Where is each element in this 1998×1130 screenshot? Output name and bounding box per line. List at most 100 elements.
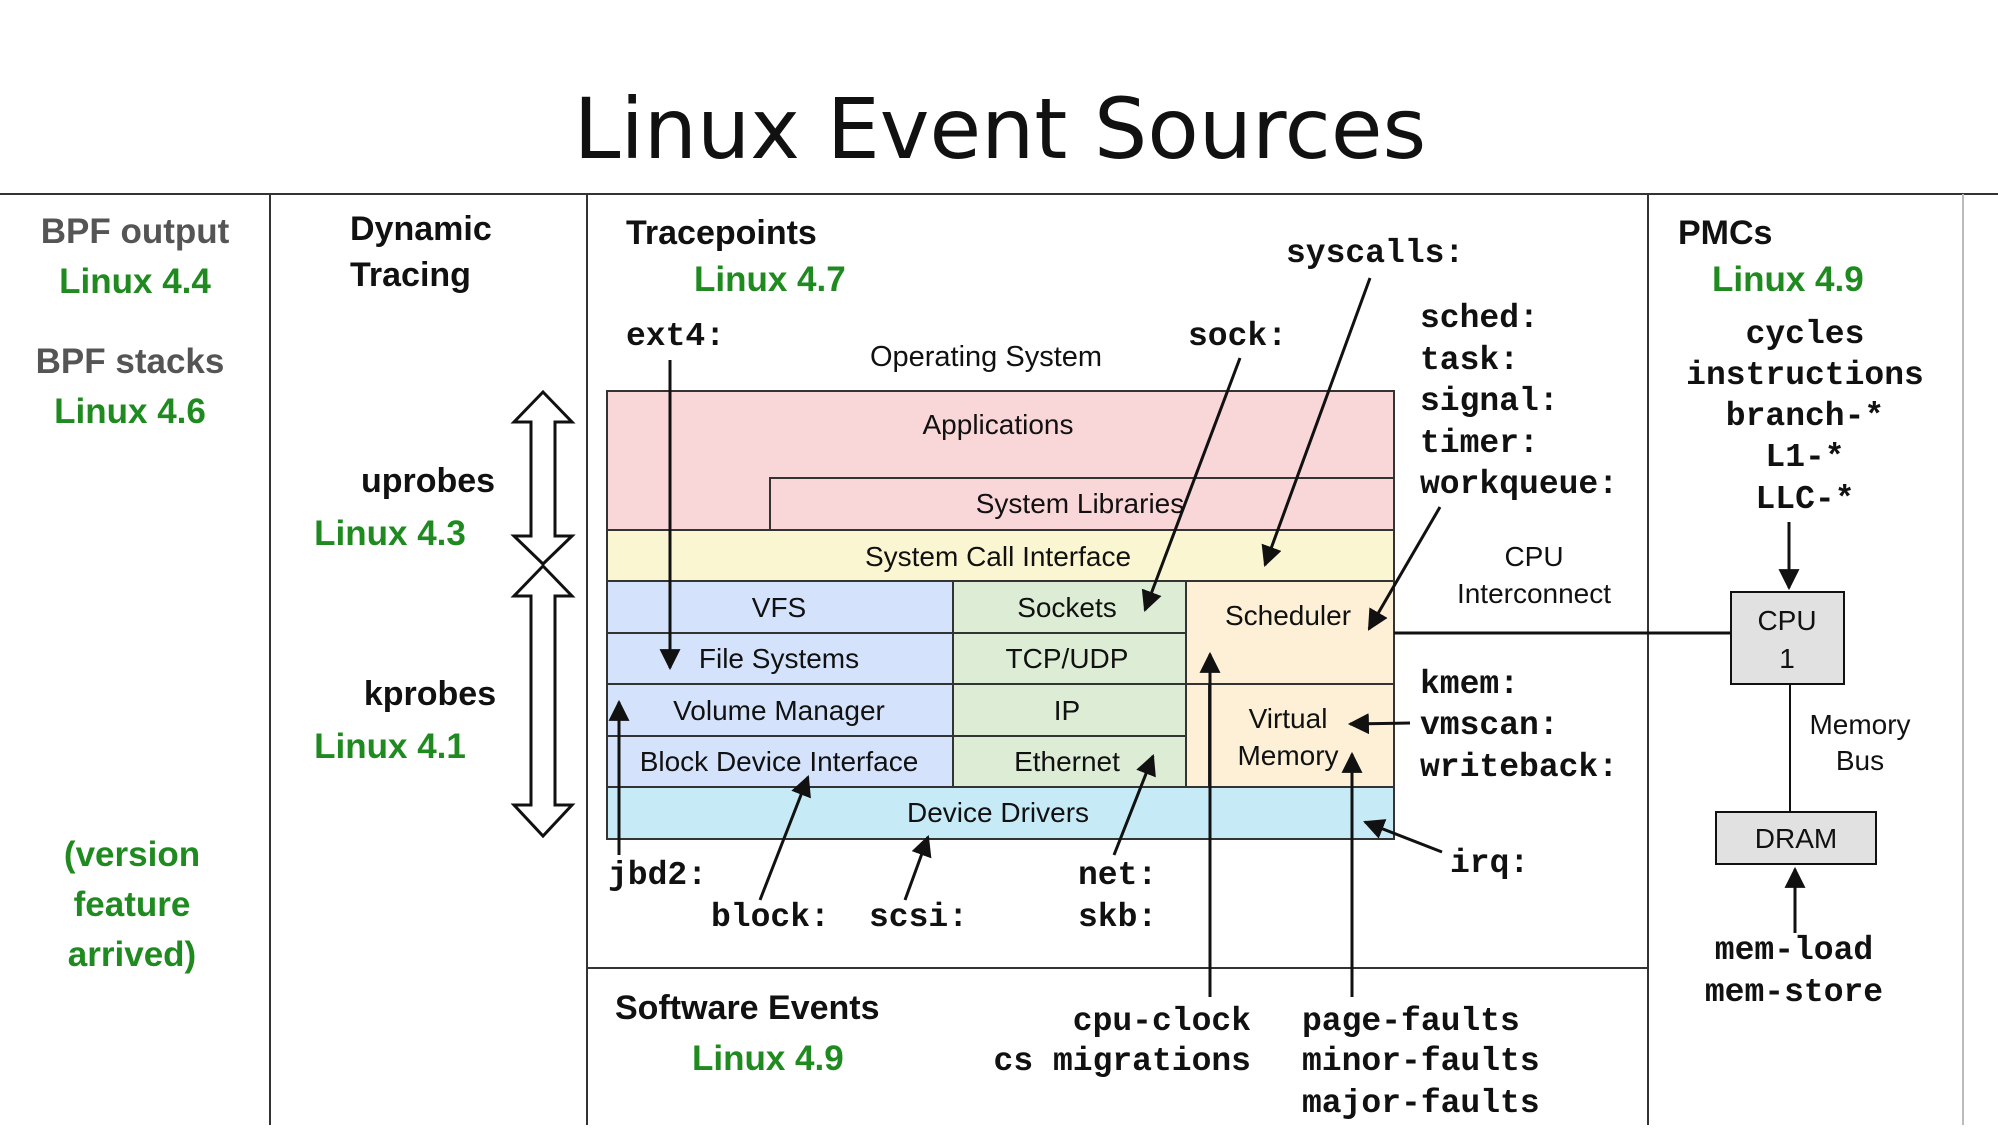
- page-title: Linux Event Sources: [574, 80, 1427, 178]
- scheduler-box: [1185, 580, 1395, 685]
- left-column: BPF output Linux 4.4 BPF stacks Linux 4.…: [36, 212, 230, 974]
- legend-line-2: feature: [74, 885, 191, 924]
- os-stack-labels: Applications System Libraries System Cal…: [640, 409, 1351, 828]
- pmc-cycles: cycles: [1746, 316, 1865, 353]
- cpu-clock-event: cpu-clock: [1073, 1003, 1251, 1040]
- pmc-l1: L1-*: [1765, 439, 1844, 476]
- dram-label: DRAM: [1755, 823, 1837, 854]
- tracepoint-arrows: [608, 277, 1806, 997]
- volume-manager-label: Volume Manager: [673, 695, 885, 726]
- pmc-branch: branch-*: [1726, 398, 1884, 435]
- memory-bus-label-1: Memory: [1809, 709, 1910, 740]
- scsi-arrow: [903, 835, 932, 901]
- vfs-box: [606, 580, 954, 634]
- file-systems-label: File Systems: [699, 643, 859, 674]
- kprobes-label: kprobes: [364, 675, 496, 713]
- page-faults-event: page-faults: [1302, 1003, 1520, 1040]
- cpu-box-label-1: CPU: [1757, 605, 1816, 636]
- timer-tracepoint: timer:: [1420, 425, 1539, 462]
- memory-bus-label-2: Bus: [1836, 745, 1884, 776]
- kprobes-range-arrow: [510, 563, 576, 839]
- scsi-tracepoint: scsi:: [869, 899, 968, 936]
- task-tracepoint: task:: [1420, 342, 1519, 379]
- irq-tracepoint: irq:: [1450, 845, 1529, 882]
- syscalls-arrow: [1261, 277, 1372, 567]
- system-call-interface-box: [606, 529, 1395, 582]
- uprobes-range-arrow: [510, 389, 576, 567]
- irq-arrow: [1363, 819, 1443, 854]
- ethernet-label: Ethernet: [1014, 746, 1120, 777]
- kmem-tracepoint: kmem:: [1420, 666, 1519, 703]
- signal-tracepoint: signal:: [1420, 383, 1559, 420]
- applications-label: Applications: [923, 409, 1074, 440]
- pmc-llc: LLC-*: [1755, 481, 1854, 518]
- volume-manager-box: [606, 683, 954, 737]
- ip-label: IP: [1054, 695, 1080, 726]
- virtual-memory-box: [1208, 683, 1395, 788]
- syscalls-tracepoint: syscalls:: [1286, 235, 1464, 272]
- bpf-output-label: BPF output: [41, 212, 230, 251]
- device-drivers-label: Device Drivers: [907, 797, 1089, 828]
- dynamic-tracing-column: Dynamic Tracing uprobes Linux 4.3 kprobe…: [314, 210, 576, 839]
- tcp-udp-label: TCP/UDP: [1006, 643, 1129, 674]
- mem-store-event: mem-store: [1705, 974, 1883, 1011]
- block-tracepoint: block:: [711, 899, 830, 936]
- uprobes-version: Linux 4.3: [314, 514, 466, 553]
- block-device-interface-label: Block Device Interface: [640, 746, 919, 777]
- vmscan-arrow: [1347, 713, 1411, 735]
- vfs-label: VFS: [752, 592, 806, 623]
- cpu-box: [1730, 591, 1845, 685]
- virtual-memory-gap: [1185, 683, 1210, 788]
- legend-line-3: arrived): [68, 935, 196, 974]
- ext4-tracepoint: ext4:: [626, 318, 725, 355]
- scheduler-label: Scheduler: [1225, 600, 1351, 631]
- mem-load-event: mem-load: [1715, 932, 1873, 969]
- legend-line-1: (version: [64, 835, 200, 874]
- pmcs-title: PMCs: [1678, 214, 1772, 252]
- block-arrow: [758, 775, 811, 901]
- workqueue-tracepoint: workqueue:: [1420, 466, 1618, 503]
- pmcs-section: PMCs Linux 4.9 cycles instructions branc…: [1394, 214, 1924, 1011]
- pmc-instructions: instructions: [1686, 357, 1924, 394]
- bpf-stacks-version: Linux 4.6: [54, 392, 206, 431]
- ip-box: [952, 683, 1187, 737]
- dynamic-tracing-title-1: Dynamic: [350, 210, 492, 248]
- virtual-memory-label-1: Virtual: [1249, 703, 1328, 734]
- kprobes-version: Linux 4.1: [314, 727, 466, 766]
- minor-faults-event: minor-faults: [1302, 1043, 1540, 1080]
- net-tracepoint: net:: [1078, 857, 1157, 894]
- jbd2-tracepoint: jbd2:: [608, 857, 707, 894]
- uprobes-label: uprobes: [361, 462, 495, 500]
- software-events-version: Linux 4.9: [692, 1039, 844, 1078]
- system-libraries-label: System Libraries: [976, 488, 1185, 519]
- software-events-section: Software Events Linux 4.9 cpu-clock cs m…: [615, 989, 1540, 1122]
- tracepoints-title: Tracepoints: [626, 214, 817, 252]
- cpu-box-label-2: 1: [1779, 643, 1795, 674]
- sock-tracepoint: sock:: [1188, 318, 1287, 355]
- pmcs-version: Linux 4.9: [1712, 260, 1864, 299]
- system-call-interface-label: System Call Interface: [865, 541, 1131, 572]
- device-drivers-box: [606, 786, 1395, 840]
- sockets-label: Sockets: [1017, 592, 1117, 623]
- writeback-tracepoint: writeback:: [1420, 749, 1618, 786]
- cs-migrations-event: cs migrations: [994, 1043, 1251, 1080]
- major-faults-event: major-faults: [1302, 1085, 1540, 1122]
- net-arrow: [1112, 754, 1156, 856]
- bpf-output-version: Linux 4.4: [59, 262, 211, 301]
- system-libraries-box: [769, 477, 1395, 531]
- skb-tracepoint: skb:: [1078, 899, 1157, 936]
- bpf-stacks-label: BPF stacks: [36, 342, 225, 381]
- cpu-interconnect-label-1: CPU: [1504, 541, 1563, 572]
- sched-tracepoint: sched:: [1420, 300, 1539, 337]
- operating-system-label: Operating System: [870, 341, 1102, 373]
- workqueue-arrow: [1367, 506, 1442, 631]
- vmscan-tracepoint: vmscan:: [1420, 707, 1559, 744]
- layout-grid: [0, 193, 1998, 1125]
- sock-arrow: [1141, 357, 1242, 612]
- virtual-memory-label-2: Memory: [1237, 740, 1338, 771]
- tracepoint-labels: ext4: sock: syscalls: sched: task: signa…: [608, 235, 1618, 936]
- tracepoints-version: Linux 4.7: [694, 260, 846, 299]
- cpu-interconnect-label-2: Interconnect: [1457, 578, 1611, 609]
